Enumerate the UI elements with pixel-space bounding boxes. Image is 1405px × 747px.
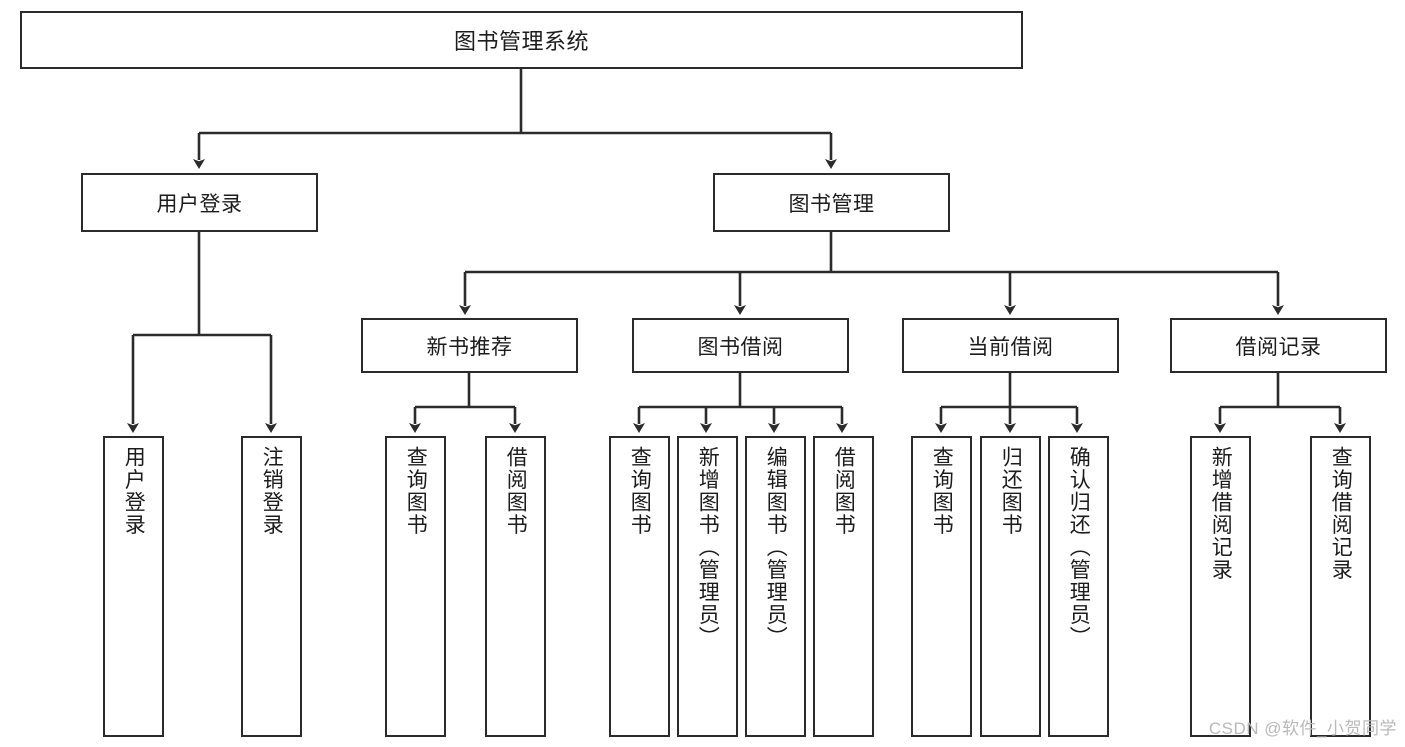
leaf-borrow-edit-book-admin[interactable]: 编辑图书（管理员） [745, 436, 806, 737]
leaf-borrow-query-book[interactable]: 查询图书 [609, 436, 670, 737]
node-label: 新书推荐 [426, 335, 513, 359]
node-user-login[interactable]: 用户登录 [81, 173, 318, 232]
leaf-recommend-borrow-book[interactable]: 借阅图书 [485, 436, 546, 737]
leaf-record-query-record[interactable]: 查询借阅记录 [1310, 436, 1371, 737]
node-label: 编辑图书（管理员） [764, 446, 788, 649]
leaf-record-add-record[interactable]: 新增借阅记录 [1190, 436, 1251, 737]
vertical-text-wrap: 查询图书 [611, 446, 668, 536]
node-label: 借阅图书 [832, 446, 856, 536]
vertical-text-wrap: 注销登录 [243, 446, 300, 536]
node-label: 查询图书 [628, 446, 652, 536]
node-book-borrow[interactable]: 图书借阅 [632, 318, 849, 373]
node-new-book-recommend[interactable]: 新书推荐 [361, 318, 578, 373]
vertical-text-wrap: 查询借阅记录 [1312, 446, 1369, 581]
vertical-text-wrap: 归还图书 [982, 446, 1039, 536]
node-label: 确认归还（管理员） [1067, 446, 1091, 649]
leaf-current-confirm-return-admin[interactable]: 确认归还（管理员） [1048, 436, 1109, 737]
node-label: 查询图书 [404, 446, 428, 536]
leaf-user-login-logout[interactable]: 注销登录 [241, 436, 302, 737]
leaf-user-login-login[interactable]: 用户登录 [103, 436, 164, 737]
node-current-borrow[interactable]: 当前借阅 [902, 318, 1119, 373]
vertical-text-wrap: 编辑图书（管理员） [747, 446, 804, 649]
node-label: 归还图书 [999, 446, 1023, 536]
node-label: 查询图书 [930, 446, 954, 536]
vertical-text-wrap: 查询图书 [913, 446, 970, 536]
vertical-text-wrap: 用户登录 [105, 446, 162, 536]
node-label: 新增借阅记录 [1209, 446, 1233, 581]
leaf-recommend-query-book[interactable]: 查询图书 [385, 436, 446, 737]
watermark-text: CSDN @软件_小贺同学 [1208, 719, 1397, 738]
node-label: 图书管理 [788, 192, 875, 216]
node-label: 注销登录 [260, 446, 284, 536]
node-label: 当前借阅 [967, 335, 1054, 359]
leaf-current-return-book[interactable]: 归还图书 [980, 436, 1041, 737]
node-label: 借阅图书 [504, 446, 528, 536]
node-root-system[interactable]: 图书管理系统 [20, 11, 1023, 69]
node-label: 用户登录 [122, 446, 146, 536]
vertical-text-wrap: 查询图书 [387, 446, 444, 536]
node-label: 图书管理系统 [453, 29, 589, 54]
node-borrow-record[interactable]: 借阅记录 [1170, 318, 1387, 373]
leaf-current-query-book[interactable]: 查询图书 [911, 436, 972, 737]
leaf-borrow-borrow-book[interactable]: 借阅图书 [813, 436, 874, 737]
vertical-text-wrap: 新增图书（管理员） [679, 446, 736, 649]
vertical-text-wrap: 借阅图书 [815, 446, 872, 536]
vertical-text-wrap: 确认归还（管理员） [1050, 446, 1107, 649]
leaf-borrow-add-book-admin[interactable]: 新增图书（管理员） [677, 436, 738, 737]
vertical-text-wrap: 新增借阅记录 [1192, 446, 1249, 581]
node-label: 查询借阅记录 [1329, 446, 1353, 581]
node-label: 用户登录 [156, 192, 243, 216]
node-label: 借阅记录 [1235, 335, 1322, 359]
node-label: 图书借阅 [697, 335, 784, 359]
vertical-text-wrap: 借阅图书 [487, 446, 544, 536]
node-book-management[interactable]: 图书管理 [713, 173, 950, 232]
node-label: 新增图书（管理员） [696, 446, 720, 649]
